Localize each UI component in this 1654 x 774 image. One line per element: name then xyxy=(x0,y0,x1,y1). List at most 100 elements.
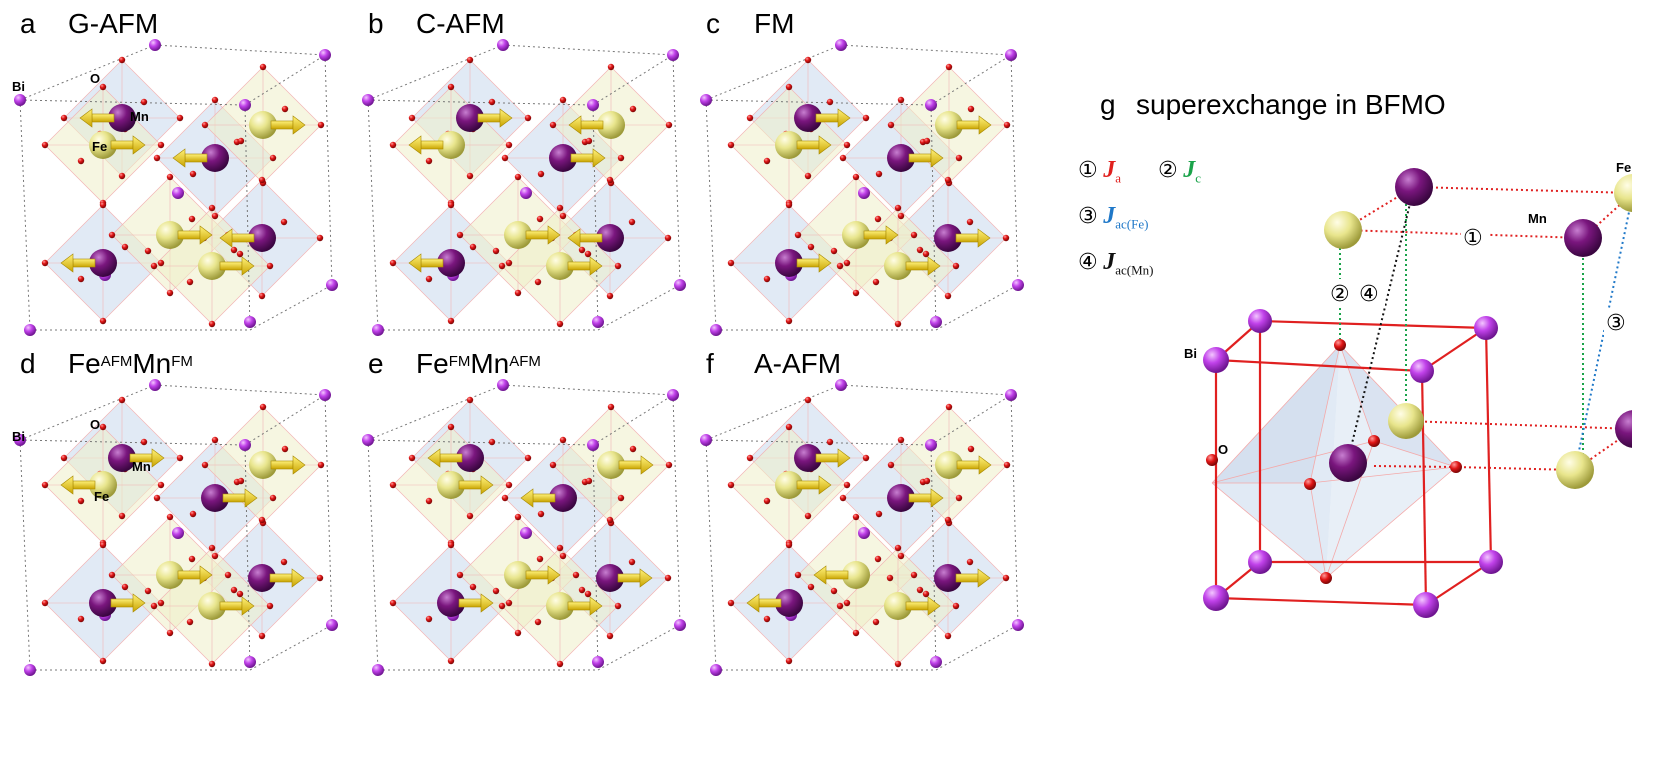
o-atom xyxy=(852,289,860,297)
fe-atom xyxy=(504,221,532,249)
o-atom xyxy=(727,599,735,607)
fe-atom xyxy=(198,592,226,620)
o-atom xyxy=(77,157,85,165)
bi-atom xyxy=(244,316,256,328)
o-atom xyxy=(763,157,771,165)
spin-arrow-head xyxy=(132,135,146,155)
spin-arrow-head xyxy=(427,448,441,468)
o-atom xyxy=(534,618,542,626)
o-atom xyxy=(826,98,834,106)
spin-arrow-shaft xyxy=(72,258,96,268)
spin-arrow-head xyxy=(977,228,991,248)
o-atom xyxy=(910,231,918,239)
o-atom xyxy=(826,438,834,446)
bi-atom xyxy=(587,439,599,451)
o-atom xyxy=(60,114,68,122)
cell-edge xyxy=(705,44,842,101)
spin-arrow-shaft xyxy=(815,453,839,463)
fe-atom xyxy=(842,561,870,589)
o-atom xyxy=(201,121,209,129)
o-atom xyxy=(894,544,902,552)
fe-atom xyxy=(1614,174,1632,212)
panel-title: superexchange in BFMO xyxy=(1136,89,1446,120)
mn-atom xyxy=(456,444,484,472)
spin-arrow-head xyxy=(199,225,213,245)
bi-atom xyxy=(326,619,338,631)
o-atom xyxy=(874,215,882,223)
o-atom xyxy=(839,154,847,162)
b-site-atoms xyxy=(60,444,306,620)
o-atom xyxy=(41,259,49,267)
o-atom xyxy=(536,215,544,223)
panel-title: A-AFM xyxy=(754,348,842,379)
o-atom xyxy=(144,247,152,255)
cell-edge xyxy=(592,54,674,106)
o-atom xyxy=(140,438,148,446)
bi-atom xyxy=(1005,389,1017,401)
spin-arrow-shaft xyxy=(177,230,201,240)
o-atom xyxy=(492,587,500,595)
o-atom xyxy=(875,170,883,178)
o-atom xyxy=(763,275,771,283)
spin-arrow-shaft xyxy=(908,153,932,163)
mn-atom xyxy=(248,564,276,592)
o-atom xyxy=(389,481,397,489)
o-atom xyxy=(208,320,216,328)
o-atom xyxy=(118,56,126,64)
o-atom xyxy=(952,602,960,610)
path-mark-3: ③ xyxy=(1606,311,1626,336)
o-atom xyxy=(536,555,544,563)
path-markers: ① ② ④ ③ xyxy=(1329,223,1632,336)
o-atom xyxy=(875,510,883,518)
o-atom xyxy=(99,657,107,665)
fe-atom xyxy=(597,111,625,139)
legend-j-c: ② Jc xyxy=(1158,158,1201,190)
spin-arrow-shaft xyxy=(955,233,979,243)
o-atom xyxy=(559,96,567,104)
legend-subscript: ac(Mn) xyxy=(1115,262,1154,278)
panel-title: C-AFM xyxy=(416,8,505,39)
panel-letter: g xyxy=(1100,89,1116,120)
o-atom xyxy=(727,481,735,489)
o-atom xyxy=(897,436,905,444)
spin-arrow-shaft xyxy=(863,230,887,240)
o-atom xyxy=(208,660,216,668)
o-atom xyxy=(259,63,267,71)
o-atom xyxy=(559,212,567,220)
o-atom xyxy=(524,114,532,122)
o-atom xyxy=(952,262,960,270)
cell-edge xyxy=(249,624,333,671)
o-atom xyxy=(843,599,851,607)
o-atom xyxy=(186,618,194,626)
spin-arrow-head xyxy=(79,108,93,128)
o-atom xyxy=(923,137,931,145)
o-atom xyxy=(166,289,174,297)
cell-edge xyxy=(930,394,1012,446)
o-atom xyxy=(166,173,174,181)
crystal-structure xyxy=(14,39,338,336)
o-atom xyxy=(944,292,952,300)
spin-arrow-shaft xyxy=(617,573,641,583)
b-site-atoms xyxy=(775,104,992,280)
o-atom xyxy=(317,461,325,469)
spin-arrow-shaft xyxy=(796,140,820,150)
legend-j-a: ① Ja xyxy=(1078,158,1121,190)
o-atom xyxy=(584,250,592,258)
spin-arrow-head xyxy=(480,475,494,495)
o-atom xyxy=(150,602,158,610)
spin-arrow-head xyxy=(60,253,74,273)
o-atom xyxy=(99,83,107,91)
o-atom xyxy=(785,657,793,665)
bi-atom xyxy=(925,439,937,451)
panel-g-title: g superexchange in BFMO xyxy=(1100,90,1446,120)
cell-edge xyxy=(19,439,31,671)
spin-arrow-head xyxy=(547,225,561,245)
o-atom xyxy=(140,98,148,106)
legend-number: ② xyxy=(1158,158,1178,183)
o-atom xyxy=(466,396,474,404)
panel-letter: d xyxy=(20,348,36,379)
spin-arrow-head xyxy=(927,596,941,616)
o-atom xyxy=(1003,461,1011,469)
o-atom xyxy=(211,96,219,104)
